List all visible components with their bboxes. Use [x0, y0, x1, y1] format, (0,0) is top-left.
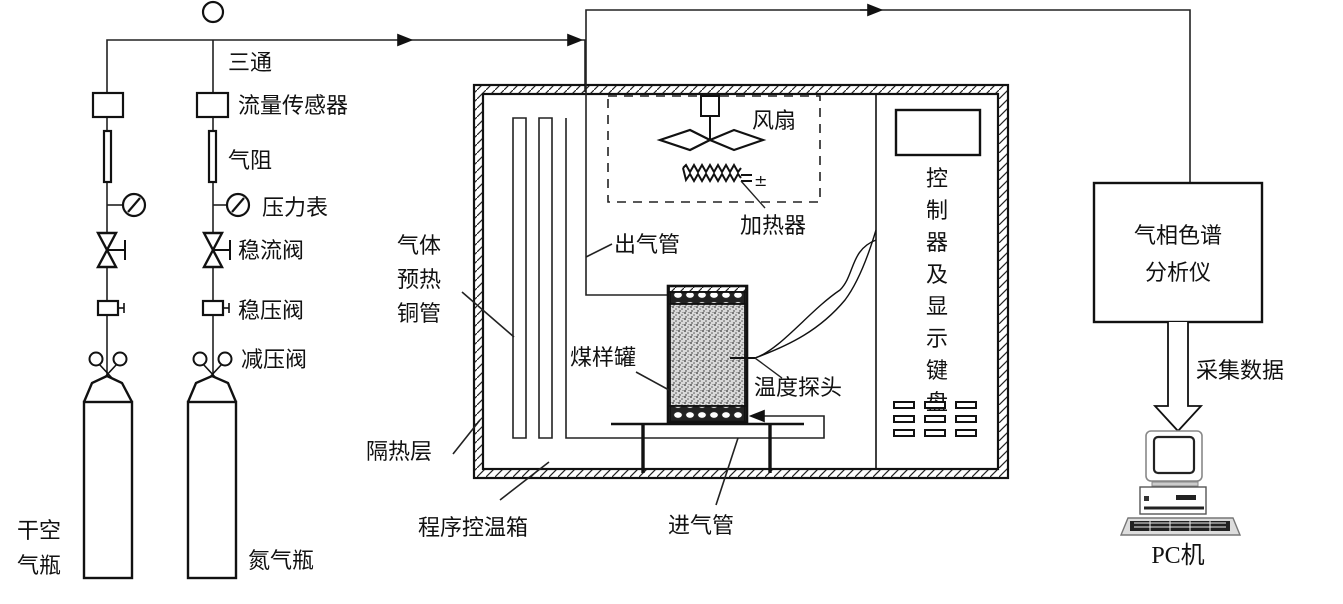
fan-heater-box [607, 95, 821, 203]
flow-sensor-air [91, 91, 125, 119]
outlet-line-to-gc [585, 9, 1191, 185]
gc-label-line2: 分析仪 [1145, 261, 1211, 286]
gc-label-line1: 气相色谱 [1134, 224, 1222, 249]
top-gravel-layer [669, 291, 746, 305]
svg-text:示: 示 [926, 327, 948, 352]
cylinder-body [186, 400, 238, 580]
svg-text:制: 制 [926, 199, 948, 224]
heater-coil-icon [682, 162, 742, 175]
key-button [924, 429, 946, 437]
gas-chromatograph: 气相色谱 分析仪 [1092, 181, 1264, 324]
preheat-copper-tube [512, 117, 825, 439]
pressure-gauge-label: 压力表 [262, 196, 328, 221]
temperature-probe [730, 229, 877, 379]
pc-label: PC机 [1151, 542, 1204, 569]
air-cylinder-label-line2: 气瓶 [17, 554, 61, 579]
key-button [955, 415, 977, 423]
gas-resistor-nitrogen [207, 129, 218, 184]
reducing-valve-knob-icon [217, 351, 233, 367]
nitrogen-cylinder [186, 351, 238, 580]
heater-polarity: ± [754, 171, 767, 190]
gas-resistor-label: 气阻 [228, 149, 272, 174]
controller-display [894, 108, 982, 157]
svg-text:显: 显 [926, 295, 948, 320]
reducing-valve-knob-icon [192, 351, 208, 367]
key-button [893, 415, 915, 423]
fan-blade-icon [656, 128, 713, 152]
controller-label: 控 制 器 及 显 示 键 盘 [926, 167, 948, 416]
tank-stand [611, 422, 804, 473]
temperature-controlled-oven [472, 83, 1010, 480]
key-button [893, 429, 915, 437]
pressure-gauge-air [107, 192, 147, 218]
fan-label: 风扇 [752, 109, 796, 134]
bottom-gravel-layer [669, 405, 746, 423]
pc-computer-icon [1119, 430, 1242, 536]
gas-resistor-air [102, 129, 113, 184]
data-collection-label: 采集数据 [1196, 359, 1284, 384]
reducing-valve-knob-icon [88, 351, 104, 367]
temp-probe-label: 温度探头 [754, 376, 842, 401]
pressure-valve-air [96, 299, 125, 317]
fan-motor-icon [700, 95, 720, 117]
heater [682, 162, 766, 209]
insulation-label: 隔热层 [366, 440, 432, 465]
flow-valve-label: 稳流阀 [238, 239, 304, 264]
air-cylinder-label-line1: 干空 [17, 519, 61, 544]
key-button [955, 401, 977, 409]
preheat-tube-label-line3: 铜管 [397, 302, 441, 327]
svg-text:器: 器 [926, 231, 948, 256]
monitor-screen [1152, 435, 1196, 475]
nitrogen-cylinder-label: 氮气瓶 [248, 549, 314, 574]
flow-valve-nitrogen [202, 231, 231, 269]
svg-text:键: 键 [926, 359, 948, 384]
air-cylinder [82, 351, 134, 580]
cylinder-body [82, 400, 134, 580]
pressure-valve-label: 稳压阀 [238, 299, 304, 324]
pressure-gauge-nitrogen [213, 192, 251, 218]
data-transfer-arrow-icon [1152, 322, 1204, 433]
flow-valve-air [96, 231, 126, 269]
reducing-valve-label: 减压阀 [241, 348, 307, 373]
flow-sensor-label: 流量传感器 [238, 94, 348, 119]
pressure-valve-nitrogen [201, 299, 230, 317]
coal-tank-label: 煤样罐 [570, 346, 636, 371]
outlet-pipe-label: 出气管 [614, 233, 680, 258]
coal-sample [669, 303, 746, 407]
heater-label: 加热器 [740, 214, 806, 239]
preheat-tube-label-line2: 预热 [397, 268, 441, 293]
svg-text:控: 控 [926, 167, 948, 192]
preheat-tube-label-line1: 气体 [397, 234, 441, 259]
oven-label: 程序控温箱 [418, 516, 528, 541]
fan-blade-icon [707, 128, 767, 152]
key-button [924, 401, 946, 409]
controller-keypad [893, 401, 977, 437]
key-button [955, 429, 977, 437]
key-button [924, 415, 946, 423]
inlet-pipe-label: 进气管 [668, 514, 734, 539]
coal-sample-tank [666, 284, 749, 424]
key-button [893, 401, 915, 409]
fan [656, 95, 767, 152]
flow-sensor-nitrogen [195, 91, 230, 119]
outlet-pipe [585, 85, 668, 296]
computer-case [1139, 486, 1207, 515]
tee-icon [201, 0, 225, 24]
svg-text:及: 及 [926, 263, 948, 288]
reducing-valve-knob-icon [112, 351, 128, 367]
tee-label: 三通 [228, 51, 272, 76]
three-way-tee: 三通 [201, 0, 272, 76]
